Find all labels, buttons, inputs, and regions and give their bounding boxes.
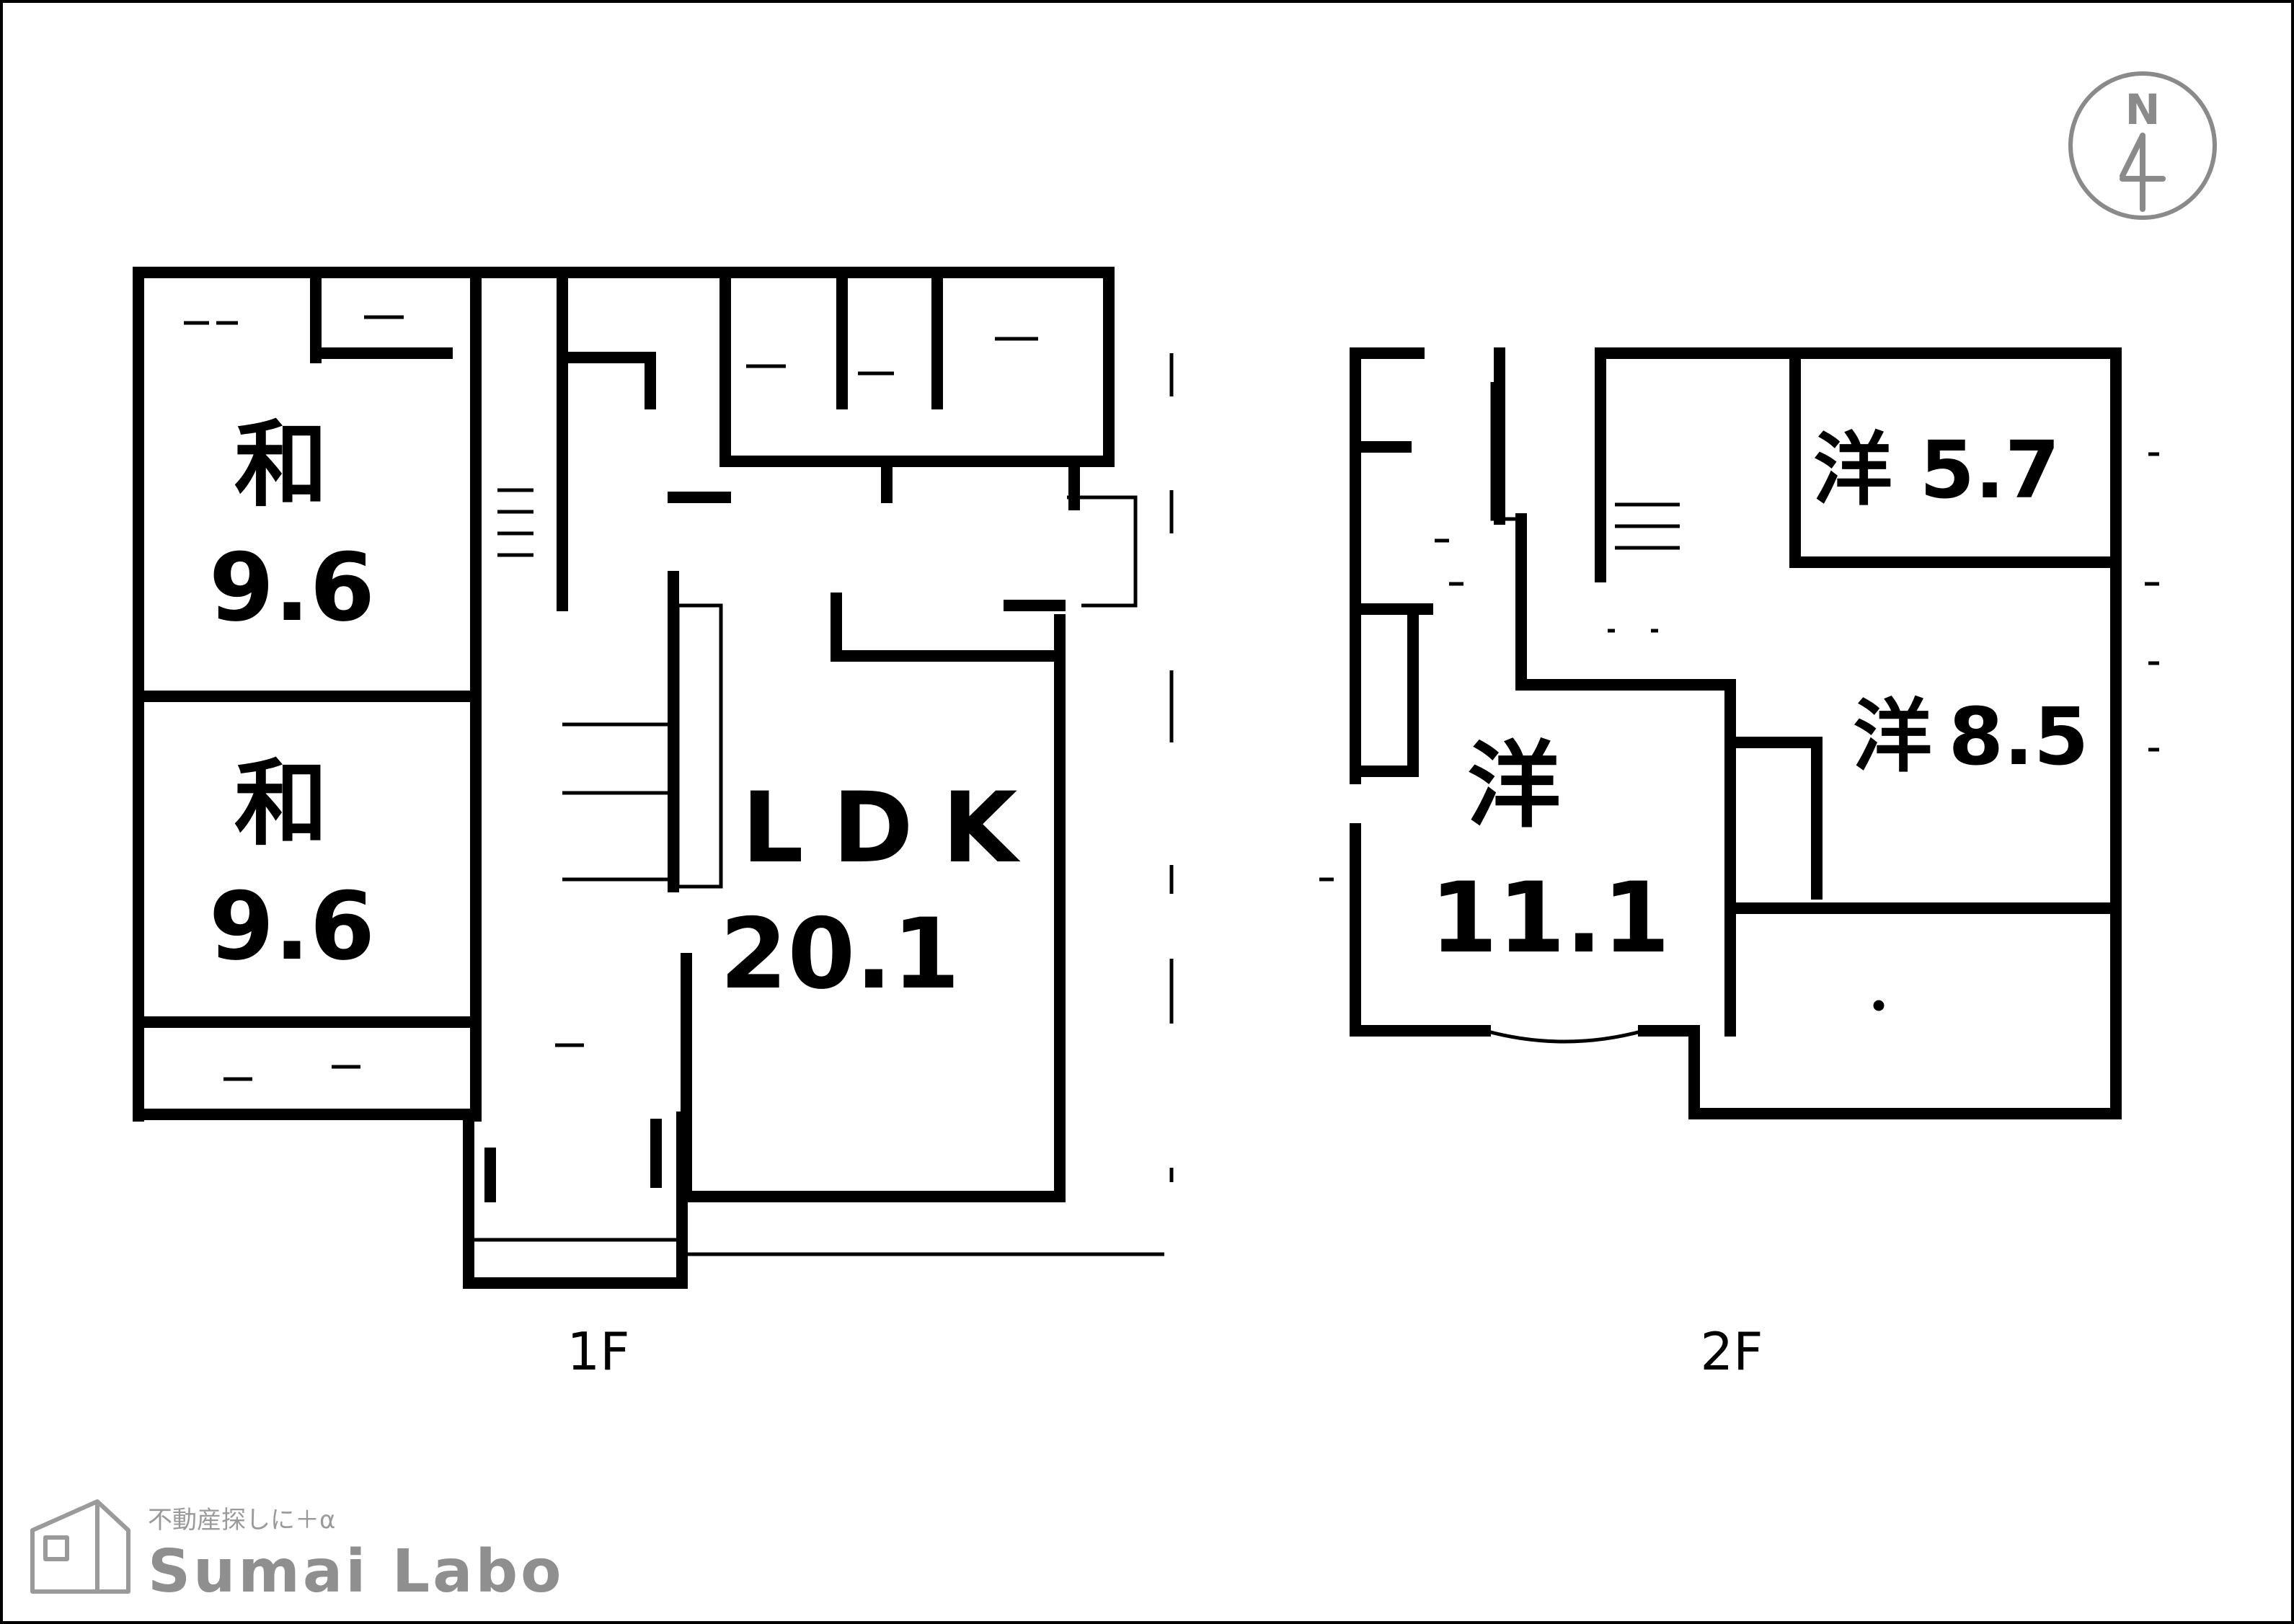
room-size: 11.1 xyxy=(1430,861,1670,975)
room-label-washitsu-2: 和 9.6 xyxy=(209,749,375,981)
room-type: LDK xyxy=(742,771,1047,884)
logo: 不動産探しに＋α Sumai Labo xyxy=(30,1499,564,1606)
compass-ring xyxy=(2068,71,2217,220)
house-icon xyxy=(30,1499,130,1594)
room-type: 洋 xyxy=(1853,691,1932,783)
room-size: 5.7 xyxy=(1920,424,2060,516)
room-type: 洋 xyxy=(1467,731,1561,840)
floor-2-label: 2F xyxy=(1700,1321,1763,1382)
room-label-yoshitsu-1: 洋 5.7 xyxy=(1813,424,2060,516)
floor-1-label: 1F xyxy=(567,1321,629,1382)
room-type: 和 xyxy=(234,749,328,858)
compass: N xyxy=(2068,71,2217,220)
logo-name: Sumai Labo xyxy=(148,1538,564,1606)
room-size: 20.1 xyxy=(719,897,960,1011)
compass-letter: N xyxy=(2125,85,2161,134)
room-label-yoshitsu-3: 洋 11.1 xyxy=(1430,731,1670,975)
room-label-washitsu-1: 和 9.6 xyxy=(209,410,375,642)
room-type: 洋 xyxy=(1813,424,1892,516)
floor-2-plan xyxy=(1350,347,2122,1119)
floor-1-plan xyxy=(133,267,1115,1289)
room-type: 和 xyxy=(234,410,328,520)
room-size: 8.5 xyxy=(1949,691,2089,783)
room-label-yoshitsu-2: 洋 8.5 xyxy=(1853,691,2089,783)
room-size: 9.6 xyxy=(209,533,375,642)
north-arrow-icon xyxy=(2120,133,2166,212)
room-size: 9.6 xyxy=(209,871,375,981)
floor-1-details xyxy=(184,315,1174,1256)
floor-2-details xyxy=(1319,382,2159,1044)
logo-tagline: 不動産探しに＋α xyxy=(148,1506,335,1535)
room-label-ldk: LDK 20.1 xyxy=(719,771,1047,1011)
